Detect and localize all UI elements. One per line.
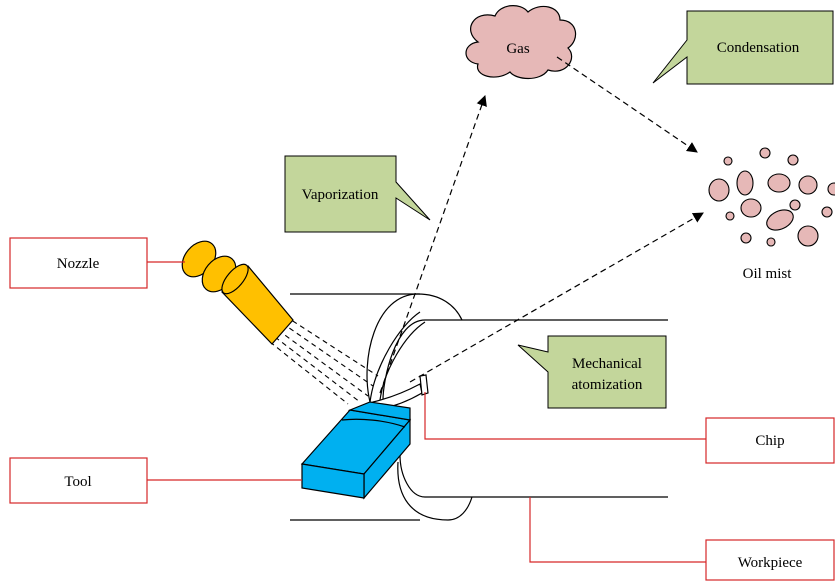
mechanical-atomization-callout: Mechanical atomization: [517, 335, 667, 409]
svg-text:Tool: Tool: [64, 474, 91, 490]
nozzle-label: Nozzle: [9, 237, 185, 289]
svg-text:Gas: Gas: [506, 41, 529, 57]
tool-label: Tool: [9, 457, 302, 504]
tool-shape: [300, 401, 412, 500]
workpiece-shape: [290, 293, 668, 521]
oil-mist-label: Oil mist: [743, 266, 793, 282]
nozzle-shape: [181, 240, 294, 345]
svg-text:atomization: atomization: [572, 377, 643, 393]
vaporization-callout: Vaporization: [284, 155, 431, 233]
gas-cloud: Gas: [465, 5, 577, 80]
vaporization-arrow: [379, 94, 487, 394]
svg-text:Chip: Chip: [755, 433, 784, 449]
coolant-spray-lines: [269, 315, 379, 405]
condensation-callout: Condensation: [652, 10, 834, 85]
svg-text:Workpiece: Workpiece: [738, 555, 803, 571]
condensation-arrow: [556, 56, 698, 153]
chip-shape: [369, 311, 429, 411]
oil-mist-droplets: [708, 147, 835, 247]
flow-arrows: [379, 56, 704, 394]
svg-text:Condensation: Condensation: [717, 40, 800, 56]
svg-text:Mechanical: Mechanical: [572, 356, 642, 372]
chip-label: Chip: [424, 392, 835, 464]
workpiece-label: Workpiece: [529, 497, 835, 581]
svg-text:Nozzle: Nozzle: [57, 256, 100, 272]
mechanical-atomization-arrow: [409, 212, 704, 383]
svg-text:Vaporization: Vaporization: [302, 187, 379, 203]
